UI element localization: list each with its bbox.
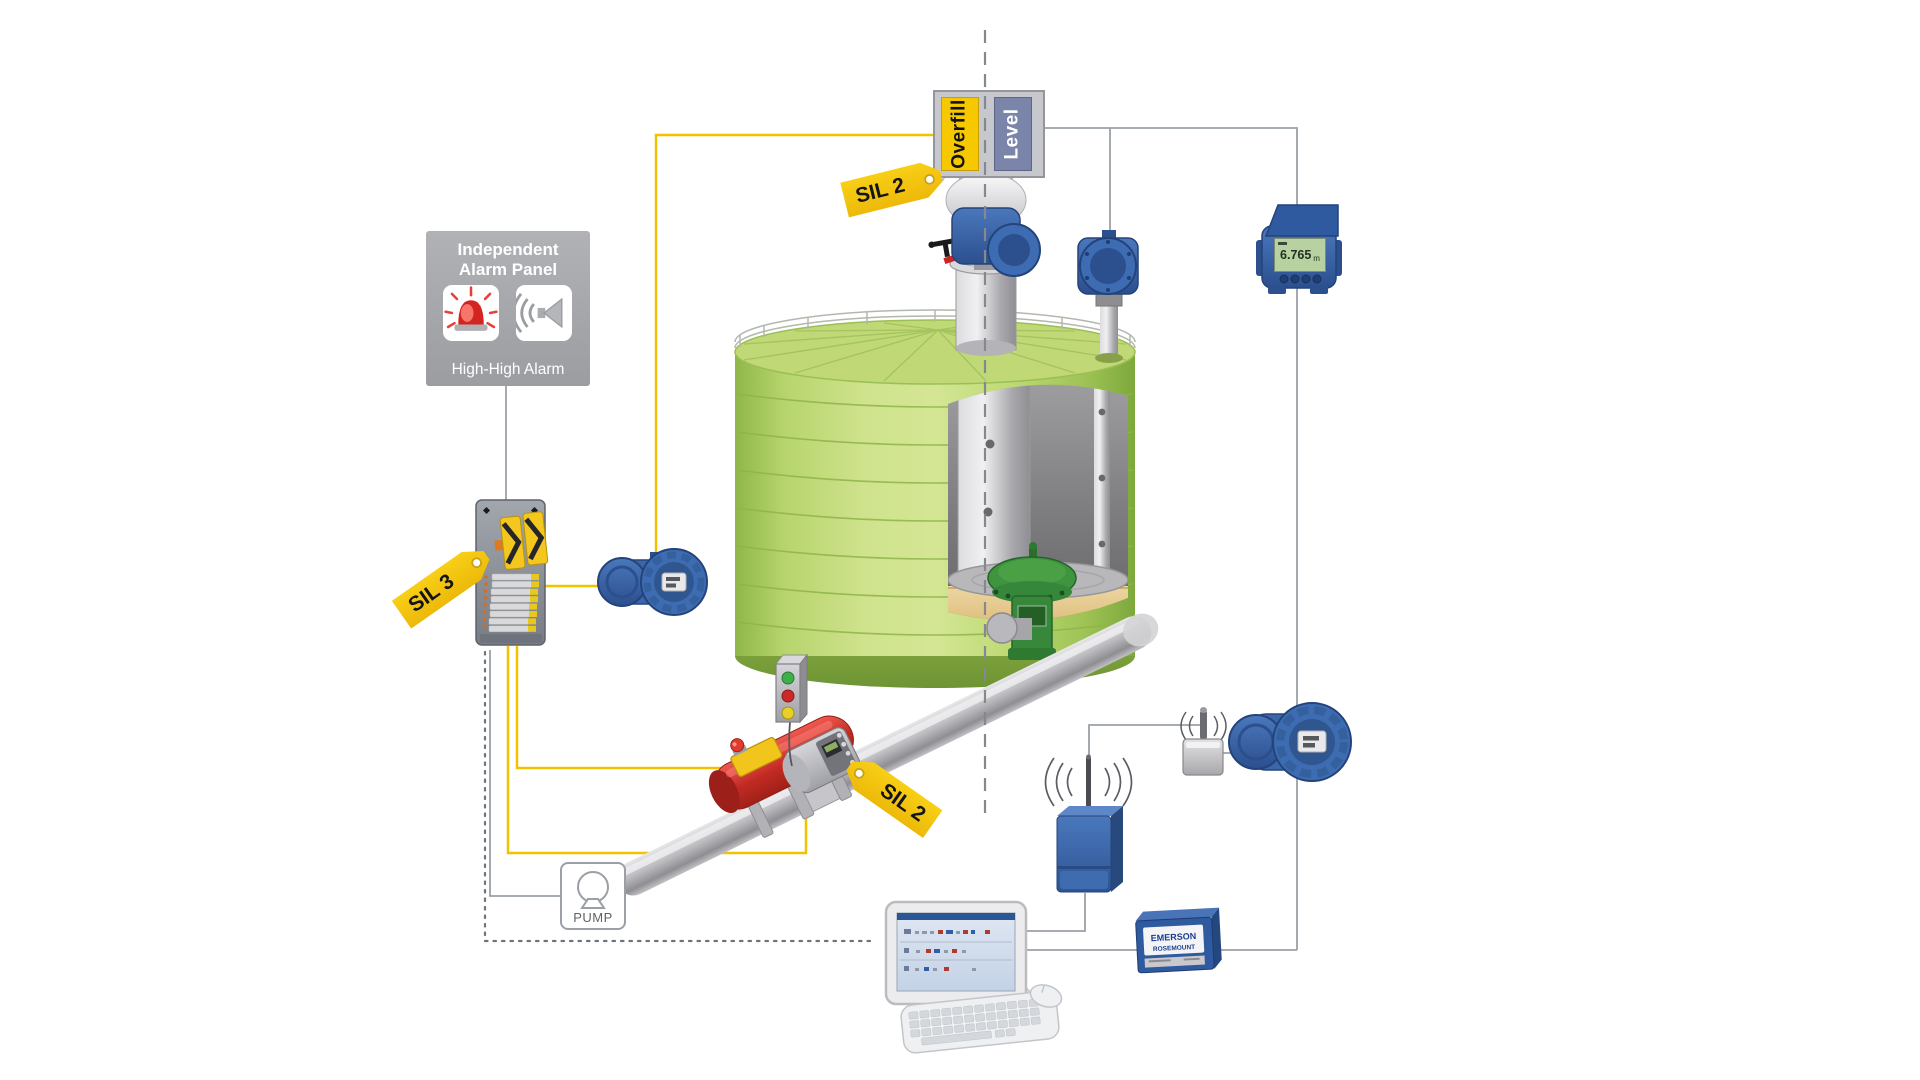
wire-logic-to-solenoid — [515, 646, 736, 770]
tag-hole — [923, 172, 936, 185]
wire-logic-to-pump — [489, 650, 560, 897]
still-pipe — [957, 384, 1031, 575]
screen-data-rows — [900, 929, 1012, 971]
pipe-run — [616, 613, 1159, 896]
switch-display — [661, 572, 687, 592]
logic-terminal-stack — [482, 573, 539, 633]
inner-guide-pipe — [1094, 384, 1110, 610]
pump-icon — [577, 871, 609, 909]
radar-level-gauge — [945, 172, 1041, 277]
hatch-handle-icon — [928, 238, 958, 258]
status-lights-icon — [781, 671, 795, 720]
display-buttons — [1279, 274, 1322, 284]
level-label-box: Level — [994, 97, 1032, 171]
dotted-config-link — [483, 650, 878, 943]
digital-valve-controller — [782, 727, 861, 794]
display-sunshade — [1264, 204, 1339, 237]
pipe — [616, 616, 1152, 896]
sil-tag-label: SIL 2 — [853, 173, 908, 208]
independent-alarm-panel: Independent Alarm Panel High-High Alarm — [426, 231, 590, 386]
field-display-lcd: 6.765 m — [1274, 238, 1326, 272]
alarm-horn-tile — [516, 285, 572, 341]
green-control-valve — [986, 542, 1077, 660]
level-reading-unit: m — [1313, 253, 1320, 263]
wire-level-to-right-riser — [1043, 127, 1298, 950]
level-label: Level — [1002, 108, 1023, 160]
wire-computer-to-gateway — [1026, 893, 1086, 932]
keyboard — [900, 990, 1060, 1054]
transmitter-display — [1297, 730, 1327, 753]
valve-positioner — [986, 612, 1018, 644]
hub-line-text: ROSEMOUNT — [1153, 944, 1196, 953]
alarm-panel-title-line1: Independent — [457, 240, 559, 259]
radio-waves-icon — [1180, 711, 1227, 741]
pump-label: PUMP — [573, 910, 613, 925]
logic-io-modules — [494, 511, 549, 570]
mouse — [1029, 984, 1063, 1008]
hub-brand-text: EMERSON — [1150, 931, 1196, 943]
alarm-panel-subtitle: High-High Alarm — [451, 361, 565, 378]
pressure-transmitter — [1228, 702, 1352, 782]
solenoid-beacon — [730, 738, 745, 753]
overfill-label-box: Overfill — [941, 97, 979, 171]
wire-overfill-to-switch — [654, 133, 933, 556]
valve-position-indicator — [774, 653, 809, 724]
alarm-beacon-icon — [444, 286, 498, 331]
wireless-thum-adapter — [1180, 707, 1227, 776]
level-transmitter-top — [1077, 230, 1139, 363]
alarm-beacon-tile — [443, 285, 499, 341]
overfill-level-switch — [597, 548, 708, 616]
alarm-panel-title-line2: Alarm Panel — [458, 260, 558, 280]
pump-box: PUMP — [560, 862, 626, 930]
hub-label — [1143, 924, 1205, 956]
tag-hole — [852, 765, 867, 780]
radio-waves-icon — [1044, 757, 1133, 807]
solenoid-valve — [730, 736, 783, 778]
yellow-safety-wiring — [506, 133, 933, 855]
horn-icon — [516, 293, 563, 333]
storage-tank — [734, 309, 1136, 688]
overfill-label: Overfill — [949, 99, 971, 169]
thum-antenna — [1200, 710, 1207, 740]
tank-hub-2410: EMERSON ROSEMOUNT — [1135, 907, 1222, 974]
workstation-computer — [884, 900, 1063, 1054]
gateway-antenna — [1086, 758, 1091, 816]
level-reading-value: 6.765 — [1280, 248, 1312, 262]
tag-hole — [469, 555, 484, 570]
wireless-gateway — [1044, 754, 1133, 893]
safety-logic-solver — [475, 499, 549, 646]
